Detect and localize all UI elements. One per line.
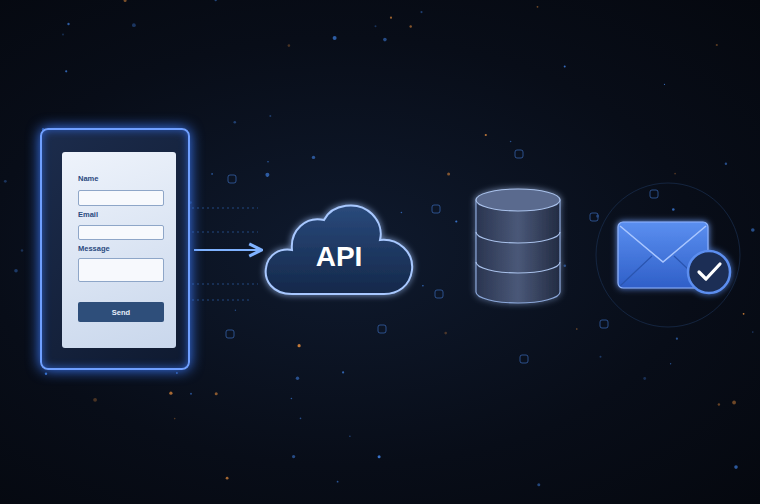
particle-dot [455,220,457,222]
particle-dot [485,134,487,136]
particle-dot [296,377,299,380]
floating-square [432,205,440,213]
flow-arrow [568,249,606,251]
particle-dot [292,455,295,458]
particle-dot [211,173,213,175]
particle-dot [62,34,64,36]
particle-dot [375,25,377,27]
floating-square [650,190,658,198]
particle-dot [444,332,447,335]
particle-dot [67,23,69,25]
dotted-trail [192,208,258,300]
particle-dot [643,377,646,380]
particle-dot [14,269,18,273]
particle-dot [21,249,23,251]
particle-dot [600,356,602,358]
particle-dot [732,401,736,405]
particle-dot [564,65,566,67]
field-label: Email [78,210,98,219]
email-icon [618,222,730,293]
particle-dot [45,373,47,375]
floating-square [228,175,236,183]
particle-dot [333,36,337,40]
particle-dot [169,392,172,395]
flow-arrow [420,249,462,251]
particle-dot [174,418,176,420]
particle-dot [124,0,127,2]
particle-dot [401,212,403,214]
particle-dot [234,121,237,124]
floating-square [520,355,528,363]
particle-dot [235,310,236,311]
particle-dot [312,156,315,159]
particle-dot [670,363,671,364]
particle-dot [65,70,67,72]
particle-dot [349,436,350,437]
cloud-label: API [316,241,363,273]
database-icon [476,189,560,303]
halo-ring [596,183,740,327]
particle-dot [265,173,269,177]
particle-dot [734,465,738,469]
particle-dot [537,483,540,486]
floating-square [600,320,608,328]
floating-square [378,325,386,333]
particle-dot [447,172,450,175]
particle-dot [390,17,392,19]
api-cloud: API [262,198,416,302]
particle-dot [4,180,7,183]
particle-dot [378,455,381,458]
particle-dot [576,328,578,330]
particle-dot [718,403,720,405]
particle-dot [410,25,412,27]
input-field [78,225,164,240]
particle-dot [716,44,718,46]
particle-dot [298,344,301,347]
field-label: Message [78,244,110,253]
particle-dot [743,313,745,315]
particle-dot [752,331,754,333]
particle-dot [664,84,665,85]
input-field [78,190,164,206]
button-label: Send [112,308,130,317]
particle-dot [269,115,271,117]
submit-button: Send [78,302,164,322]
particle-dot [676,338,678,340]
particle-dot [510,141,512,143]
particle-dot [288,44,291,47]
input-field [78,258,164,282]
particle-dot [267,161,269,163]
particle-dot [751,228,755,232]
particle-dot [215,0,217,1]
particle-dot [383,38,387,42]
particle-dot [132,23,136,27]
particle-dot [93,398,97,402]
floating-square [515,150,523,158]
particle-dot [674,173,676,175]
particle-dot [564,265,567,268]
particle-dot [420,11,422,13]
particle-dot [422,285,424,287]
floating-square [435,290,443,298]
floating-square [226,330,234,338]
particle-dot [215,392,218,395]
field-label: Name [78,174,98,183]
particle-dot [337,481,339,483]
particle-dot [176,372,178,374]
particle-dot [190,393,192,395]
floating-square [590,213,598,221]
particle-dot [226,477,229,480]
particle-dot [537,6,539,8]
particle-dot [342,371,344,373]
particle-dot [291,398,293,400]
flow-arrow [194,249,260,251]
particle-dot [672,208,675,211]
particle-dot [725,163,727,165]
form-panel: NameEmailMessageSend [40,128,190,370]
particle-dot [300,418,302,420]
